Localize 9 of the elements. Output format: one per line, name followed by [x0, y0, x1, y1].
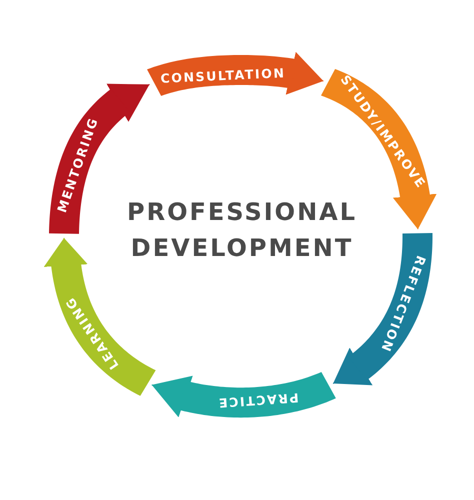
arrow: [151, 376, 193, 418]
arrow: [392, 194, 437, 230]
arrow: [44, 237, 88, 267]
arrow: [106, 84, 150, 122]
arrow: [286, 52, 324, 95]
diagram-title: PROFESSIONAL DEVELOPMENT: [127, 197, 358, 264]
arrow-label: PRACTICE: [216, 390, 299, 410]
arrow-label: CONSULTATION: [160, 66, 286, 86]
arrow: [332, 348, 373, 386]
